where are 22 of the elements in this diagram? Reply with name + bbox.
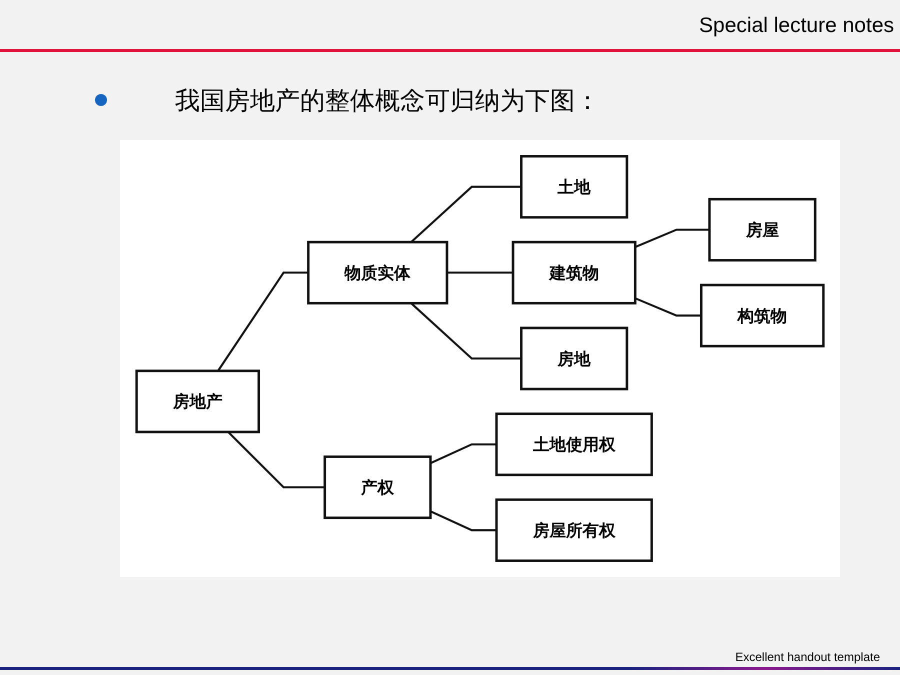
connector-line [228, 431, 325, 488]
category-box: 房屋 [708, 198, 816, 262]
connector-line [634, 228, 710, 248]
category-box: 土地使用权 [495, 412, 653, 476]
connector-line [410, 186, 522, 243]
header-text: Special lecture notes [699, 14, 894, 38]
connector-line [430, 510, 496, 532]
connector-line [634, 297, 702, 317]
category-box: 房地产 [135, 370, 260, 434]
category-box: 房地 [520, 326, 628, 390]
category-box: 房屋所有权 [495, 498, 653, 562]
category-box: 产权 [324, 456, 432, 520]
category-box: 建筑物 [512, 240, 636, 304]
connector-line [410, 302, 522, 360]
category-box: 构筑物 [700, 284, 825, 348]
footer-text: Excellent handout template [735, 650, 880, 664]
connector-line [430, 443, 496, 464]
category-box: 物质实体 [307, 240, 448, 304]
connector-line [217, 272, 308, 372]
connector-line [446, 272, 514, 274]
slide-title: 我国房地产的整体概念可归纳为下图： [175, 85, 600, 117]
category-box: 土地 [520, 155, 628, 219]
